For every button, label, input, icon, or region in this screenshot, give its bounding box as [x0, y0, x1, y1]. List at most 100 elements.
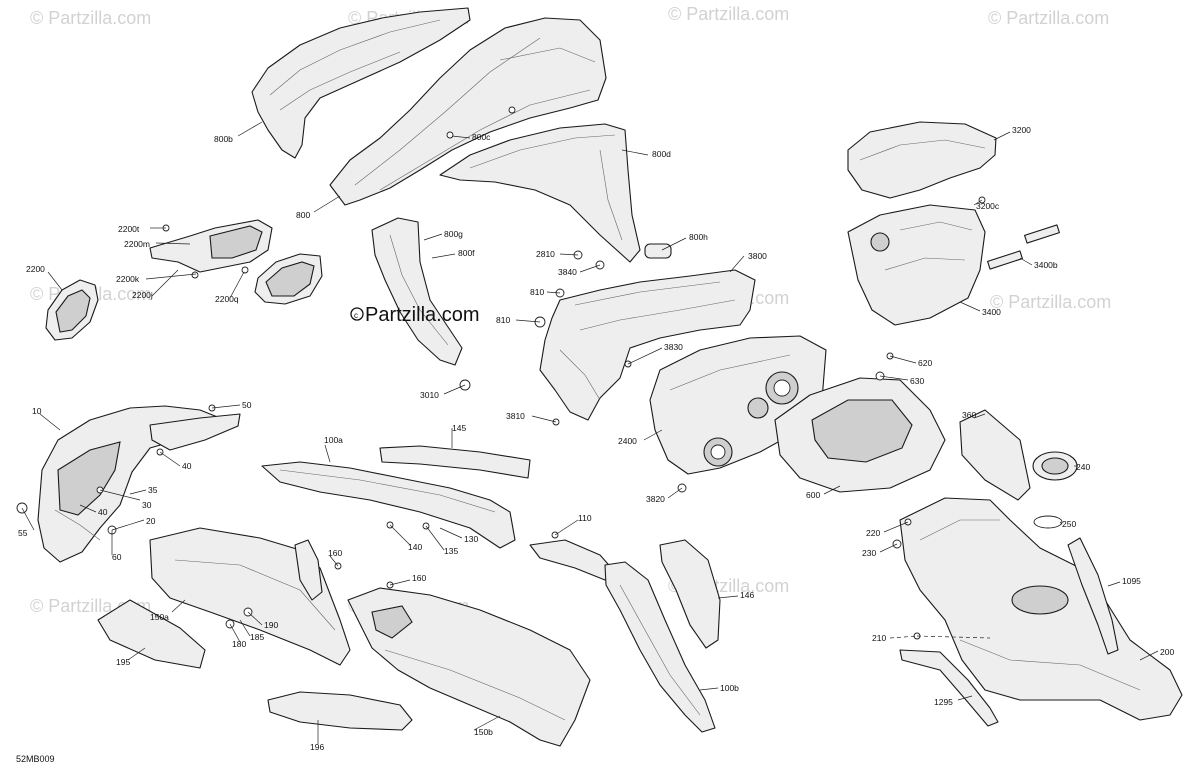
- part-110-bracket: [529, 539, 616, 581]
- callout-800h[interactable]: 800h: [689, 232, 708, 242]
- callout-135[interactable]: 135: [444, 546, 458, 556]
- brand-mark: c Partzilla.com: [350, 304, 479, 326]
- callout-3800[interactable]: 3800: [748, 251, 767, 261]
- callout-150b[interactable]: 150b: [474, 727, 493, 737]
- callout-620[interactable]: 620: [918, 358, 932, 368]
- part-146-panel: [659, 539, 721, 649]
- parts: [16, 7, 1183, 747]
- part-3800-instrument-housing: [539, 269, 756, 421]
- part-145-trim-strip: [379, 445, 531, 479]
- part-800b-nose-panel: [251, 7, 471, 159]
- callout-100b[interactable]: 100b: [720, 683, 739, 693]
- callout-360[interactable]: 360: [962, 410, 976, 420]
- callout-195[interactable]: 195: [116, 657, 130, 667]
- callout-140[interactable]: 140: [408, 542, 422, 552]
- callout-3840[interactable]: 3840: [558, 267, 577, 277]
- part-150b-side-panel: [347, 587, 591, 747]
- part-3400-storage-bin: [847, 204, 986, 326]
- part-240-fuel-cap: [1032, 451, 1078, 481]
- callout-35[interactable]: 35: [148, 485, 158, 495]
- callout-240[interactable]: 240: [1076, 462, 1090, 472]
- callout-3810[interactable]: 3810: [506, 411, 525, 421]
- callout-146[interactable]: 146: [740, 590, 754, 600]
- part-800g-vertical-bracket: [371, 217, 463, 366]
- callout-40a[interactable]: 40: [182, 461, 192, 471]
- callout-60[interactable]: 60: [112, 552, 122, 562]
- callout-800c[interactable]: 800c: [472, 132, 491, 142]
- callout-20[interactable]: 20: [146, 516, 156, 526]
- callout-160a[interactable]: 160: [328, 548, 342, 558]
- callout-3010[interactable]: 3010: [420, 390, 439, 400]
- callout-2200j[interactable]: 2200j: [132, 290, 153, 300]
- callout-10[interactable]: 10: [32, 406, 42, 416]
- callout-2200k[interactable]: 2200k: [116, 274, 140, 284]
- part-195-panel: [97, 599, 206, 669]
- callout-1095[interactable]: 1095: [1122, 576, 1141, 586]
- callout-55[interactable]: 55: [18, 528, 28, 538]
- callout-220[interactable]: 220: [866, 528, 880, 538]
- callout-130[interactable]: 130: [464, 534, 478, 544]
- callout-230[interactable]: 230: [862, 548, 876, 558]
- part-10-top-bar: [149, 413, 241, 451]
- callout-250[interactable]: 250: [1062, 519, 1076, 529]
- callout-185[interactable]: 185: [250, 632, 264, 642]
- callout-150a[interactable]: 150a: [150, 612, 169, 622]
- callout-3400b[interactable]: 3400b: [1034, 260, 1058, 270]
- callout-810a[interactable]: 810: [530, 287, 544, 297]
- callout-810b[interactable]: 810: [496, 315, 510, 325]
- part-100b-side-panel: [604, 561, 716, 733]
- callout-50[interactable]: 50: [242, 400, 252, 410]
- callout-3830[interactable]: 3830: [664, 342, 683, 352]
- callout-2810[interactable]: 2810: [536, 249, 555, 259]
- callout-2400[interactable]: 2400: [618, 436, 637, 446]
- watermark: © Partzilla.com: [30, 8, 151, 28]
- callout-600[interactable]: 600: [806, 490, 820, 500]
- part-800-upper-body: [329, 17, 607, 206]
- part-800d-side-fairing: [439, 123, 641, 263]
- part-2200-mirror-right: [254, 253, 323, 305]
- watermark: © Partzilla.com: [668, 4, 789, 24]
- part-1295-strip: [899, 649, 999, 727]
- callout-100a[interactable]: 100a: [324, 435, 343, 445]
- part-196-panel: [267, 691, 413, 731]
- callout-160b[interactable]: 160: [412, 573, 426, 583]
- part-3400b-pad: [1024, 224, 1060, 244]
- callout-110[interactable]: 110: [578, 513, 592, 523]
- callout-145[interactable]: 145: [452, 423, 466, 433]
- callout-30[interactable]: 30: [142, 500, 152, 510]
- callout-2200m[interactable]: 2200m: [124, 239, 150, 249]
- callout-3820[interactable]: 3820: [646, 494, 665, 504]
- callout-1295[interactable]: 1295: [934, 697, 953, 707]
- callout-630[interactable]: 630: [910, 376, 924, 386]
- watermark: © Partzilla.com: [990, 292, 1111, 312]
- watermark: © Partzilla.com: [988, 8, 1109, 28]
- part-1095-strip: [1067, 537, 1119, 655]
- callout-800[interactable]: 800: [296, 210, 310, 220]
- callout-3200[interactable]: 3200: [1012, 125, 1031, 135]
- callout-800g[interactable]: 800g: [444, 229, 463, 239]
- part-200-main-body: [899, 497, 1183, 721]
- callout-180[interactable]: 180: [232, 639, 246, 649]
- leader-lines: [21, 121, 1159, 744]
- callout-2200q[interactable]: 2200q: [215, 294, 239, 304]
- part-3200-storage-lid: [847, 121, 997, 199]
- part-3400b-pad: [987, 250, 1023, 270]
- callout-3200c[interactable]: 3200c: [976, 201, 1000, 211]
- callout-800b[interactable]: 800b: [214, 134, 233, 144]
- part-150a-bracket: [294, 539, 323, 601]
- callouts: 800b 800 800c 800d 800g 800f 800h 2200t …: [18, 125, 1174, 752]
- callout-800f[interactable]: 800f: [458, 248, 475, 258]
- callout-2200[interactable]: 2200: [26, 264, 45, 274]
- brand-text: Partzilla.com: [365, 304, 479, 326]
- svg-text:c: c: [354, 311, 358, 320]
- callout-200[interactable]: 200: [1160, 647, 1174, 657]
- callout-190[interactable]: 190: [264, 620, 278, 630]
- callout-3400[interactable]: 3400: [982, 307, 1001, 317]
- part-600-bezel: [774, 377, 946, 493]
- callout-210[interactable]: 210: [872, 633, 886, 643]
- callout-196[interactable]: 196: [310, 742, 324, 752]
- callout-2200t[interactable]: 2200t: [118, 224, 140, 234]
- callout-40b[interactable]: 40: [98, 507, 108, 517]
- callout-800d[interactable]: 800d: [652, 149, 671, 159]
